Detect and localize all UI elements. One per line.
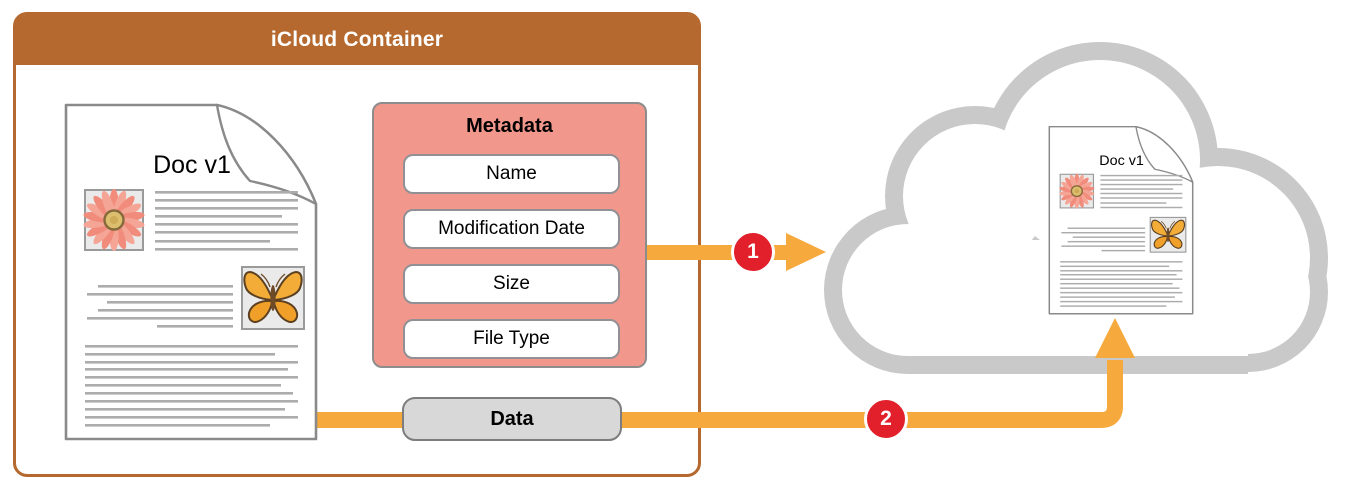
step-badge-2: 2 [864, 397, 908, 441]
step-badge-2-label: 2 [880, 407, 892, 430]
metadata-box: Metadata Name Modification Date Size Fil… [372, 102, 647, 368]
data-arrowhead-icon [1095, 318, 1135, 358]
metadata-field-modification-date: Modification Date [403, 209, 620, 249]
icloud-container-title: iCloud Container [270, 28, 444, 51]
step-badge-1: 1 [731, 230, 775, 274]
step-badge-1-label: 1 [747, 240, 759, 263]
data-pill-label: Data [490, 407, 534, 430]
document-large: Doc v1 [64, 103, 318, 441]
metadata-field-size: Size [403, 264, 620, 304]
document-small: Doc v1 [1048, 125, 1194, 315]
data-pill: Data [402, 397, 622, 441]
document-large-title: Doc v1 [153, 151, 231, 179]
metadata-field-name: Name [403, 154, 620, 194]
metadata-title: Metadata [466, 115, 553, 137]
metadata-field-file-type: File Type [403, 319, 620, 359]
metadata-arrowhead-icon [786, 233, 826, 271]
document-small-title: Doc v1 [1099, 153, 1144, 169]
icloud-container-header: iCloud Container [16, 15, 698, 65]
